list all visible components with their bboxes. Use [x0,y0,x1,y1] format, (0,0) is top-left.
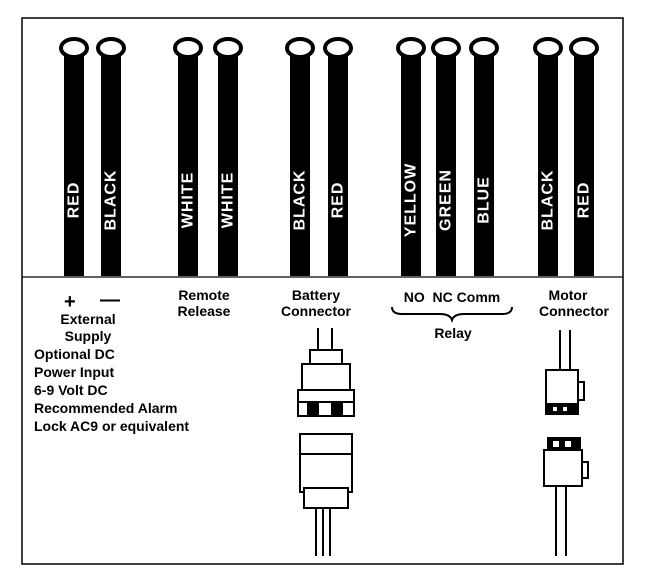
wire-body [474,48,494,276]
wire-label: BLACK [103,170,120,231]
wire-label: BLACK [292,170,309,231]
wire-body [218,48,238,276]
wire-black-5: BLACK [285,37,315,276]
wire-white-4: WHITE [213,37,243,276]
wire-blue-9: BLUE [469,37,499,276]
note-line-1: Optional DC [34,346,115,362]
wire-end-ring [213,37,243,59]
wire-label: BLUE [476,176,493,224]
wire-label: RED [66,182,83,219]
motor-connector-drawing [543,330,589,556]
wire-body [64,48,84,276]
wire-yellow-7: YELLOW [396,37,426,276]
battery-connector-drawing [297,328,355,556]
wire-label: RED [330,182,347,219]
wire-body [328,48,348,276]
external-label: External [60,311,115,327]
wire-black-10: BLACK [533,37,563,276]
wire-red-1: RED [59,37,89,276]
wire-label: RED [576,182,593,219]
wire-body [574,48,594,276]
wire-label: WHITE [220,172,237,229]
wire-white-3: WHITE [173,37,203,276]
diagram-frame [21,17,624,565]
wire-body [436,48,456,276]
wire-end-ring [431,37,461,59]
wire-end-ring [469,37,499,59]
wire-end-ring [59,37,89,59]
relay-label: Relay [434,325,472,341]
wire-end-ring [285,37,315,59]
wires-group: RED BLACK WHITE WHITE BLACK RED YELLOW GREEN BLU… [59,37,599,276]
battery-connector-label: Connector [281,303,352,319]
wire-green-8: GREEN [431,37,461,276]
relay-terminals-label: NO NC Comm [404,289,500,305]
wire-end-ring [323,37,353,59]
wire-red-11: RED [569,37,599,276]
wire-end-ring [173,37,203,59]
wire-label: YELLOW [403,163,420,237]
motor-connector-label: Connector [539,303,610,319]
note-line-4: Recommended Alarm [34,400,177,416]
motor-label: Motor [549,287,588,303]
wire-end-ring [96,37,126,59]
wire-body [290,48,310,276]
remote-label: Remote [178,287,230,303]
supply-label: Supply [65,328,112,344]
wire-black-2: BLACK [96,37,126,276]
wire-label: BLACK [540,170,557,231]
note-line-2: Power Input [34,364,114,380]
note-line-5: Lock AC9 or equivalent [34,418,189,434]
relay-brace [391,306,513,324]
note-line-3: 6-9 Volt DC [34,382,108,398]
wire-end-ring [533,37,563,59]
battery-label: Battery [292,287,340,303]
wire-body [101,48,121,276]
plus-sign: + [64,291,76,313]
wire-body [178,48,198,276]
wire-body [538,48,558,276]
wire-end-ring [396,37,426,59]
wire-label: WHITE [180,172,197,229]
minus-sign: — [100,289,120,311]
wire-end-ring [569,37,599,59]
wire-label: GREEN [438,169,455,231]
release-label: Release [178,303,231,319]
wire-body [401,48,421,276]
wire-red-6: RED [323,37,353,276]
